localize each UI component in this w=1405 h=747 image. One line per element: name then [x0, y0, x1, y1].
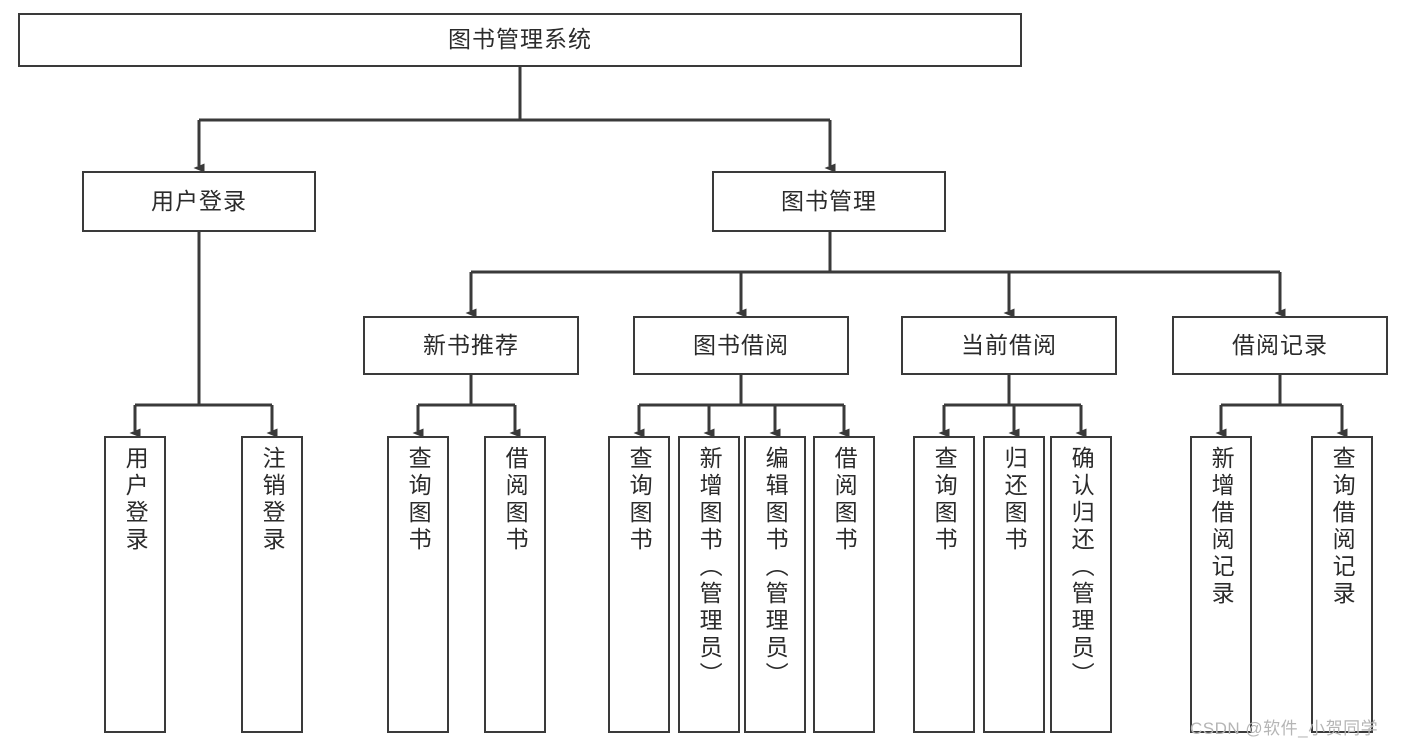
node-leaf-borrow-book-label: 借阅图书: [831, 446, 858, 554]
node-leaf-edit-book[interactable]: 编辑图书（管理员）: [744, 436, 806, 733]
node-leaf-add-book[interactable]: 新增图书（管理员）: [678, 436, 740, 733]
node-book-manage-label: 图书管理: [781, 187, 877, 214]
node-book-manage[interactable]: 图书管理: [712, 171, 946, 232]
node-leaf-edit-book-label: 编辑图书（管理员）: [762, 446, 789, 689]
node-book-borrow[interactable]: 图书借阅: [633, 316, 849, 375]
node-new-book-rec-label: 新书推荐: [423, 331, 519, 358]
edges-newbookrec-to-leaves: [412, 375, 521, 438]
edges-borrowrecord-to-leaves: [1215, 375, 1348, 438]
node-leaf-return-book[interactable]: 归还图书: [983, 436, 1045, 733]
node-leaf-confirm-return[interactable]: 确认归还（管理员）: [1050, 436, 1112, 733]
node-leaf-confirm-return-label: 确认归还（管理员）: [1068, 446, 1095, 689]
node-leaf-add-record-label: 新增借阅记录: [1208, 446, 1235, 608]
node-leaf-query-record[interactable]: 查询借阅记录: [1311, 436, 1373, 733]
node-leaf-add-record[interactable]: 新增借阅记录: [1190, 436, 1252, 733]
edges-booklmanage-to-level3: [465, 232, 1286, 318]
node-leaf-query-book-rec[interactable]: 查询图书: [387, 436, 449, 733]
node-leaf-query-book-cur-label: 查询图书: [931, 446, 958, 554]
node-user-login-label: 用户登录: [151, 187, 247, 214]
node-leaf-query-book-rec-label: 查询图书: [405, 446, 432, 554]
node-leaf-logout[interactable]: 注销登录: [241, 436, 303, 733]
node-borrow-record[interactable]: 借阅记录: [1172, 316, 1388, 375]
edges-userlogin-to-leaves: [129, 232, 278, 438]
node-leaf-user-login-label: 用户登录: [122, 446, 149, 554]
node-user-login[interactable]: 用户登录: [82, 171, 316, 232]
edges-currentborrow-to-leaves: [938, 375, 1087, 438]
node-leaf-borrow-book-rec-label: 借阅图书: [502, 446, 529, 554]
node-current-borrow-label: 当前借阅: [961, 331, 1057, 358]
node-leaf-return-book-label: 归还图书: [1001, 446, 1028, 554]
node-new-book-rec[interactable]: 新书推荐: [363, 316, 579, 375]
node-leaf-query-book-cur[interactable]: 查询图书: [913, 436, 975, 733]
node-root-label: 图书管理系统: [448, 26, 592, 53]
node-leaf-borrow-book[interactable]: 借阅图书: [813, 436, 875, 733]
node-leaf-logout-label: 注销登录: [259, 446, 286, 554]
edges-bookborrow-to-leaves: [633, 375, 850, 438]
node-leaf-query-record-label: 查询借阅记录: [1329, 446, 1356, 608]
node-leaf-query-book-borrow-label: 查询图书: [626, 446, 653, 554]
node-borrow-record-label: 借阅记录: [1232, 331, 1328, 358]
node-leaf-query-book-borrow[interactable]: 查询图书: [608, 436, 670, 733]
node-current-borrow[interactable]: 当前借阅: [901, 316, 1117, 375]
node-leaf-borrow-book-rec[interactable]: 借阅图书: [484, 436, 546, 733]
node-leaf-add-book-label: 新增图书（管理员）: [696, 446, 723, 689]
node-book-borrow-label: 图书借阅: [693, 331, 789, 358]
edges-root-to-level2: [193, 67, 836, 173]
node-root[interactable]: 图书管理系统: [18, 13, 1022, 67]
node-leaf-user-login[interactable]: 用户登录: [104, 436, 166, 733]
